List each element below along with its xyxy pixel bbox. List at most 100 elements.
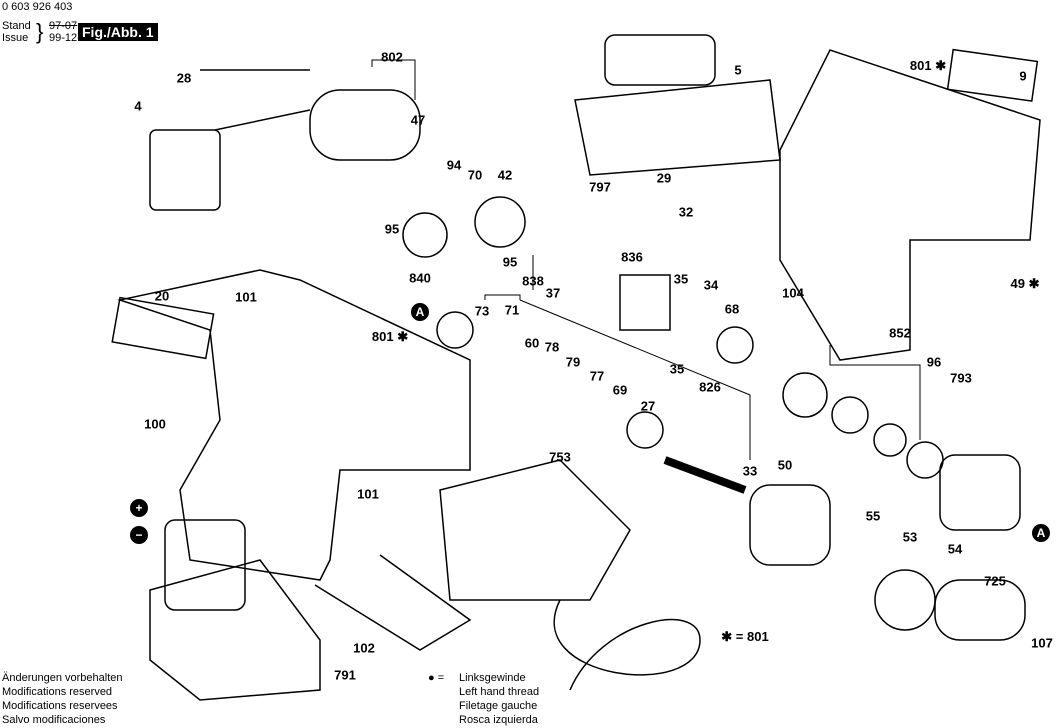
part-label: 33 <box>742 463 758 479</box>
spindle-shape <box>663 456 747 494</box>
cord-shape <box>553 599 701 691</box>
part-label: 836 <box>621 249 643 265</box>
part-label: 100 <box>144 416 166 432</box>
ring-shape <box>831 396 869 434</box>
motor-wires <box>200 69 311 131</box>
gear-housing-shape <box>939 454 1021 531</box>
chuck-shape <box>874 569 936 631</box>
housing-right-shape <box>779 49 1041 361</box>
charger-shape <box>439 459 631 601</box>
part-label: 107 <box>1031 635 1053 651</box>
part-label: 94 <box>446 157 462 173</box>
plate-shape <box>619 274 671 331</box>
part-label: 42 <box>497 167 513 183</box>
brace: } <box>36 19 44 44</box>
part-label: 53 <box>902 529 918 545</box>
part-label: 96 <box>926 354 942 370</box>
part-label: 101 <box>357 486 379 502</box>
part-label: 34 <box>703 277 719 293</box>
figure-label: Fig./Abb. 1 <box>78 23 158 41</box>
part-label: 47 <box>410 112 426 128</box>
part-label: 102 <box>353 640 375 656</box>
part-label: 826 <box>699 379 721 395</box>
part-label: 4 <box>134 98 142 114</box>
selector-shape <box>604 34 716 86</box>
part-label: 69 <box>612 382 628 398</box>
housing-left-shape <box>117 269 471 581</box>
part-label: 20 <box>154 288 170 304</box>
marker-a: A <box>411 303 429 321</box>
part-label: 101 <box>235 289 257 305</box>
legend-line: Linksgewinde <box>459 672 526 684</box>
legend-line: Rosca izquierda <box>459 714 538 726</box>
part-label: 68 <box>724 301 740 317</box>
modification-note: Modifications reserved <box>2 686 113 698</box>
wrench-shape <box>314 554 472 651</box>
part-label: 95 <box>502 254 518 270</box>
part-label: 54 <box>947 541 963 557</box>
part-label: 802 <box>381 49 403 65</box>
part-label: 55 <box>865 508 881 524</box>
chuck-shape <box>934 579 1026 641</box>
part-label: 797 <box>589 179 611 195</box>
part-label: 70 <box>467 167 483 183</box>
part-label: 725 <box>984 573 1006 589</box>
legend-symbol: ● = <box>428 672 445 684</box>
asterisk-note: ✱ = 801 <box>721 629 769 644</box>
part-label: 838 <box>522 273 544 289</box>
legend-line: Filetage gauche <box>459 700 538 712</box>
part-label: 801 ✱ <box>909 58 947 73</box>
part-label: 793 <box>950 370 972 386</box>
stand-value: 97-07 <box>49 20 78 32</box>
label-plate-shape <box>946 48 1039 102</box>
gear-shape <box>474 196 526 248</box>
stand-label: Stand <box>2 20 31 32</box>
part-label: 104 <box>782 285 804 301</box>
part-label: 50 <box>777 457 793 473</box>
gear-shape <box>402 212 448 258</box>
legend-line: Left hand thread <box>459 686 540 698</box>
bearing-shape <box>626 411 664 449</box>
part-label: 27 <box>640 398 656 414</box>
part-label: 71 <box>504 302 520 318</box>
part-label: 753 <box>549 449 571 465</box>
part-label: 78 <box>544 339 560 355</box>
plus-terminal-marker: + <box>130 499 148 517</box>
ring-shape <box>782 372 828 418</box>
part-label: 35 <box>673 271 689 287</box>
modification-note: Modifications reservees <box>2 700 118 712</box>
part-label: 801 ✱ <box>371 329 409 344</box>
battery-top-shape <box>164 519 246 611</box>
label-plate-shape <box>111 296 215 360</box>
minus-terminal-marker: − <box>130 526 148 544</box>
part-label: 73 <box>474 303 490 319</box>
part-label: 852 <box>889 325 911 341</box>
ring-shape <box>906 441 944 479</box>
marker-a: A <box>1032 524 1050 542</box>
part-label: 29 <box>656 170 672 186</box>
part-label: 791 <box>334 667 356 683</box>
part-label: 49 ✱ <box>1010 276 1040 291</box>
part-label: 95 <box>384 221 400 237</box>
issue-label: Issue <box>2 32 29 44</box>
bearing-shape <box>716 326 754 364</box>
part-label: 37 <box>545 285 561 301</box>
modification-note: Änderungen vorbehalten <box>2 672 123 684</box>
part-label: 28 <box>176 70 192 86</box>
part-number: 0 603 926 403 <box>2 1 73 13</box>
modification-note: Salvo modificaciones <box>2 714 106 726</box>
battery-shape <box>149 559 321 701</box>
part-label: 77 <box>589 368 605 384</box>
sleeve-shape <box>749 484 831 566</box>
part-label: 35 <box>669 361 685 377</box>
part-label: 79 <box>565 354 581 370</box>
part-label: 840 <box>409 270 431 286</box>
motor-shape <box>309 89 421 161</box>
cover-shape <box>574 79 781 176</box>
part-label: 5 <box>734 62 742 78</box>
part-label: 9 <box>1019 68 1027 84</box>
switch-shape <box>149 129 221 211</box>
bearing-shape <box>436 311 474 349</box>
part-label: 60 <box>524 335 540 351</box>
